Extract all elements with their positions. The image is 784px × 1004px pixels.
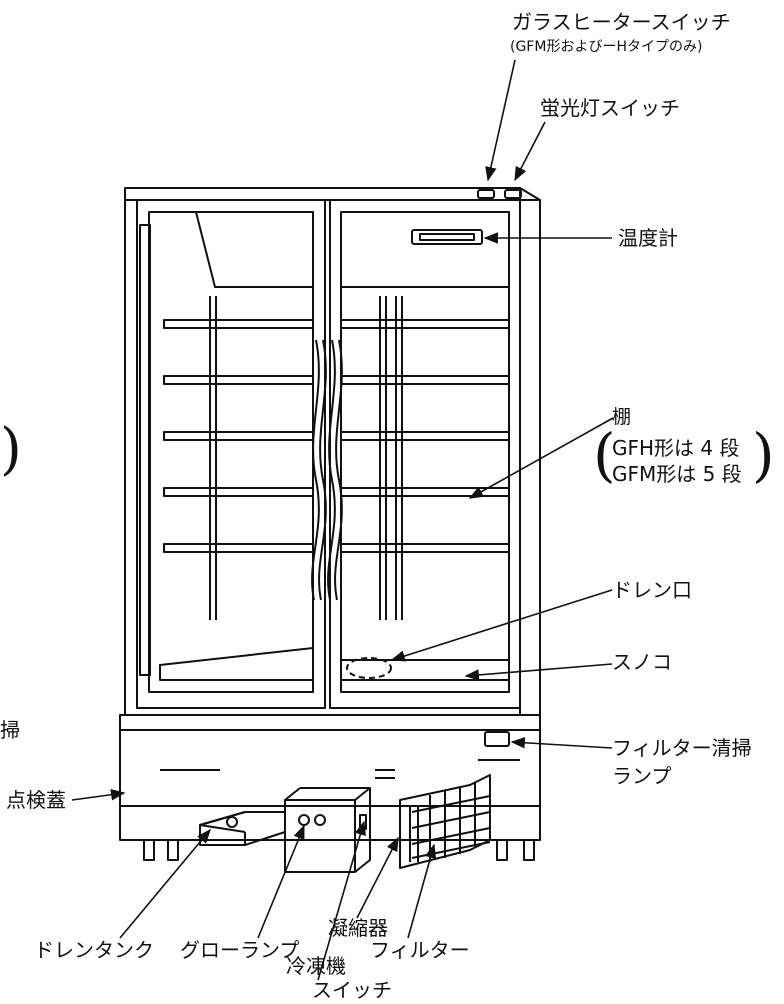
glass-heater-note: (GFM形およびーHタイプのみ) <box>510 39 703 55</box>
left-hinge <box>139 224 151 676</box>
drain-port <box>346 657 392 679</box>
inspection-cover-label: 点検蓋 <box>6 788 66 812</box>
shelf-bracket-open: ( <box>593 421 616 489</box>
shelf-gfh-note: GFH形は 4 段 <box>612 436 740 460</box>
leader-lines <box>71 59 614 981</box>
left-shelves <box>163 319 314 553</box>
filter-lamp-label-2: ランプ <box>612 764 672 788</box>
fluorescent-switch-label: 蛍光灯スイッチ <box>540 96 680 120</box>
cabinet-body <box>124 187 541 716</box>
right-door[interactable] <box>329 199 521 709</box>
filter-lamp <box>484 731 510 747</box>
edge-fragment-label: 掃 <box>0 718 20 742</box>
shelf-bracket-close: ) <box>752 421 775 489</box>
shelf-gfm-note: GFM形は 5 段 <box>612 462 742 486</box>
filter-label: フィルター <box>370 938 470 962</box>
glass-heater-switch-label: ガラスヒータースイッチ <box>512 10 731 34</box>
sunoko-floor <box>340 659 510 681</box>
edge-bracket: ) <box>0 417 22 482</box>
control-box <box>284 787 371 873</box>
sunoko-label: スノコ <box>612 650 672 674</box>
drain-port-label: ドレン口 <box>612 578 692 602</box>
drain-tank-label: ドレンタンク <box>34 938 154 962</box>
freezer-switch-label: 冷凍機 <box>286 954 346 978</box>
shelf-label: 棚 <box>612 406 632 428</box>
freezer-switch-knob[interactable] <box>314 814 326 826</box>
legs <box>143 839 535 861</box>
door-handles[interactable] <box>311 339 343 601</box>
filter-grid[interactable] <box>399 774 491 869</box>
base-unit <box>119 714 541 841</box>
left-door[interactable] <box>136 199 326 709</box>
thermometer-label: 温度計 <box>618 226 678 250</box>
fluorescent-switch-button[interactable] <box>504 189 522 199</box>
freezer-switch-label-2: スイッチ <box>312 978 392 1002</box>
thermometer-gauge <box>411 229 483 245</box>
glow-lamp-indicator <box>298 814 310 826</box>
glass-heater-switch-button[interactable] <box>477 189 495 199</box>
filter-lamp-label: フィルター清掃 <box>612 736 752 760</box>
condenser-label: 凝縮器 <box>328 916 388 940</box>
glow-lamp-label: グローランプ <box>180 938 300 962</box>
